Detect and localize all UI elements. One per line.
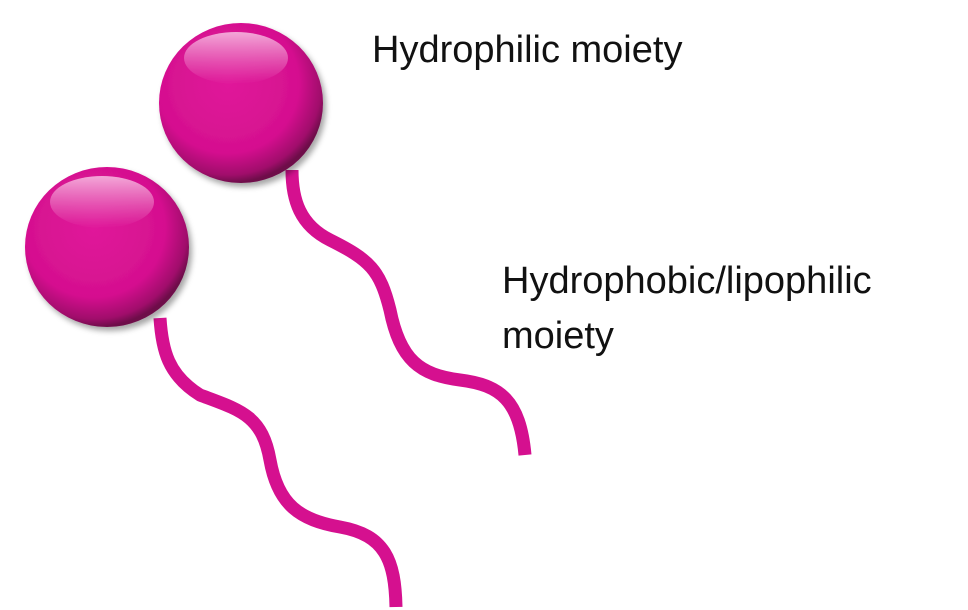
hydrophobic-label-line1: Hydrophobic/lipophilic bbox=[502, 260, 872, 302]
hydrophobic-label-line2: moiety bbox=[502, 315, 614, 357]
hydrophobic-tail-front bbox=[160, 318, 396, 607]
hydrophilic-head-front bbox=[25, 167, 189, 327]
hydrophilic-label: Hydrophilic moiety bbox=[372, 29, 682, 71]
hydrophobic-tail-back bbox=[292, 170, 525, 455]
molecule-back bbox=[159, 23, 525, 455]
molecule-front bbox=[25, 167, 396, 607]
hydrophilic-head-back bbox=[159, 23, 323, 183]
